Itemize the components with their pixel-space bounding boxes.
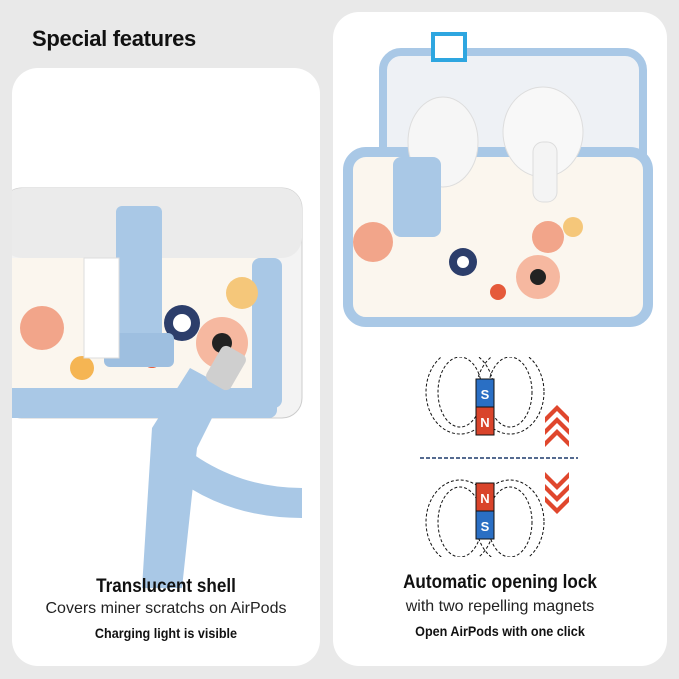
opening-lock-card: S N N S Automatic opening lock with two … (333, 12, 667, 666)
down-chevrons-icon (545, 472, 569, 514)
left-note: Charging light is visible (94, 625, 238, 641)
case-illustration-left (12, 187, 303, 588)
pole-label: S (481, 387, 490, 402)
page-title: Special features (32, 26, 196, 51)
right-subtitle: with two repelling magnets (405, 598, 595, 615)
case-illustration-right (343, 32, 653, 327)
bottom-magnet: N S (475, 482, 495, 540)
pole-label: S (481, 519, 490, 534)
left-subtitle: Covers miner scratchs on AirPods (45, 600, 287, 617)
right-heading: Automatic opening lock (403, 572, 597, 593)
translucent-shell-card: Translucent shell Covers miner scratchs … (12, 68, 320, 666)
up-chevrons-icon (545, 405, 569, 447)
pole-label: N (480, 491, 489, 506)
left-heading: Translucent shell (96, 576, 236, 597)
magnet-diagram: S N N S (420, 357, 578, 557)
right-note: Open AirPods with one click (415, 623, 585, 639)
pole-label: N (480, 415, 489, 430)
top-magnet: S N (475, 378, 495, 436)
